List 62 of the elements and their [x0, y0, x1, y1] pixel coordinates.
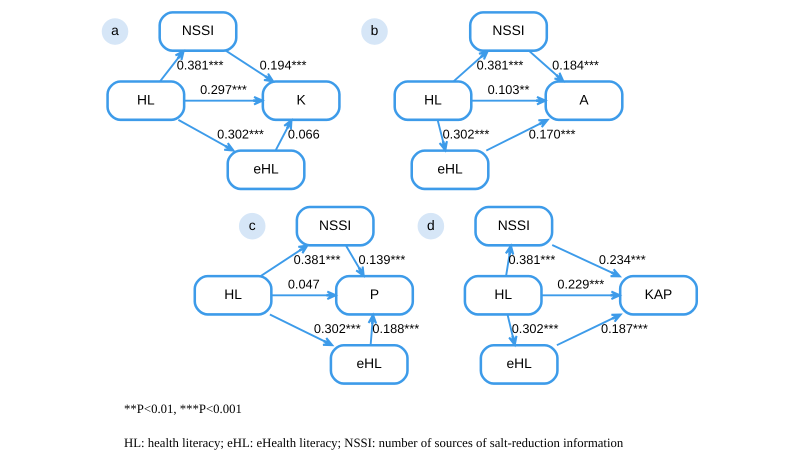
edge-label: 0.170*** — [528, 126, 576, 142]
arrow — [436, 120, 448, 152]
edge-label: 0.066 — [288, 126, 320, 142]
node-box: NSSI — [296, 206, 375, 247]
node-circle: d — [418, 212, 444, 240]
edge-label: 0.047 — [288, 276, 320, 292]
arrow — [260, 244, 308, 277]
arrow — [159, 50, 185, 82]
edge-label: 0.297*** — [200, 82, 247, 97]
node-box: HL — [194, 274, 273, 316]
arrow — [225, 50, 274, 82]
label: **P<0.01, ***P<0.001 — [124, 402, 242, 416]
node-box: HL — [464, 274, 543, 316]
edge-label: 0.187*** — [601, 321, 648, 336]
arrow — [556, 314, 622, 346]
node-box: eHL — [330, 344, 409, 385]
node-box: NSSI — [158, 11, 238, 52]
edge-label: 0.302*** — [512, 321, 558, 336]
node-circle: c — [238, 212, 266, 240]
node-box: NSSI — [468, 11, 548, 52]
arrow — [274, 119, 292, 151]
arrow — [184, 96, 264, 106]
arrow — [178, 119, 234, 152]
arrow — [272, 290, 337, 300]
node-box: KAP — [618, 274, 698, 316]
edge-label: 0.302*** — [442, 126, 490, 142]
node-box: P — [334, 274, 414, 316]
node-circle: b — [361, 18, 388, 45]
edge-label: 0.103** — [488, 82, 530, 97]
edge-label: 0.188*** — [372, 321, 420, 336]
node-box: eHL — [480, 344, 559, 385]
edge-label: 0.184*** — [552, 57, 599, 72]
edge-label: 0.194*** — [260, 57, 306, 72]
edge-label: 0.381*** — [294, 252, 340, 268]
arrow — [542, 290, 621, 300]
node-box: A — [544, 80, 624, 122]
edge-label: 0.302*** — [217, 126, 264, 142]
node-box: eHL — [226, 149, 306, 190]
arrow — [368, 314, 378, 346]
label: HL: health literacy; eHL: eHealth literacy; NSSI: number of sources of salt-reduction information — [124, 436, 624, 450]
arrow — [528, 50, 564, 82]
arrow — [345, 245, 365, 277]
edge-label: 0.234*** — [598, 252, 646, 268]
arrow — [506, 314, 518, 346]
node-circle: a — [102, 18, 128, 45]
node-box: eHL — [410, 149, 490, 190]
arrow — [472, 96, 547, 106]
edge-label: 0.381*** — [176, 57, 224, 72]
node-box: K — [262, 80, 341, 122]
arrow — [269, 314, 334, 346]
arrow — [452, 50, 489, 82]
arrow — [486, 118, 549, 152]
edge-label: 0.381*** — [508, 252, 556, 268]
node-box: HL — [393, 80, 473, 122]
node-box: HL — [106, 80, 186, 122]
arrow — [504, 244, 514, 276]
edge-label: 0.302*** — [314, 321, 361, 336]
node-box: NSSI — [474, 206, 554, 247]
arrow — [552, 244, 621, 278]
edge-label: 0.229*** — [557, 276, 604, 292]
edge-label: 0.381*** — [476, 57, 524, 72]
edge-label: 0.139*** — [358, 252, 406, 268]
